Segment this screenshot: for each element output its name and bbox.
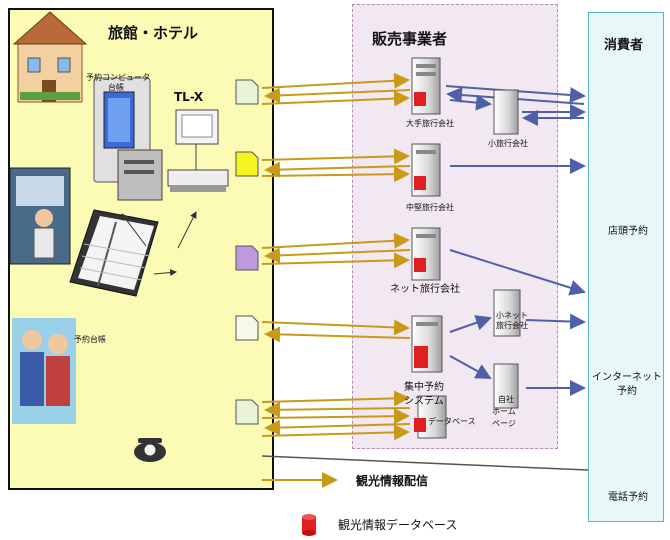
own-hp-line2: ホーム: [492, 407, 516, 416]
server-mid-agency: [411, 143, 441, 197]
database-label: データベース: [428, 417, 476, 426]
central-line2: システム: [404, 396, 444, 407]
small-agency-label: 小旅行会社: [488, 139, 528, 148]
consumer-panel: [588, 12, 664, 522]
gold-arrows: [261, 72, 411, 488]
tourism-distribution-label: 観光情報配信: [356, 474, 429, 488]
reservation-ledger-illustration: [69, 209, 159, 297]
legend-label: 観光情報データベース: [338, 518, 458, 532]
reservation-computer-label: 予約コンピュータ: [86, 73, 150, 82]
server-large-agency: [411, 57, 441, 115]
server-small-net-agency: [493, 289, 521, 337]
guests-illustration: [12, 318, 76, 424]
consumer-store-label: 店頭予約: [608, 226, 648, 237]
consumer-internet-line1: インターネット: [592, 372, 662, 383]
server-small-agency: [493, 89, 519, 135]
net-agency-label: ネット旅行会社: [390, 284, 460, 295]
own-hp-line3: ページ: [492, 419, 516, 428]
vendors-title: 販売事業者: [372, 30, 448, 48]
consumer-title: 消費者: [604, 38, 644, 53]
server-central-reservation: [411, 315, 443, 373]
phone-line: [261, 455, 589, 471]
consumer-phone-label: 電話予約: [608, 492, 648, 503]
consumer-internet-line2: 予約: [617, 386, 637, 397]
mid-agency-label: 中堅旅行会社: [406, 203, 454, 212]
ledger-label: 予約台帳: [74, 335, 106, 344]
front-desk-illustration: [9, 167, 71, 265]
server-database: [414, 395, 447, 439]
small-net-line1: 小ネット: [496, 311, 528, 320]
vendor-panel: [352, 4, 558, 449]
server-net-agency: [411, 227, 441, 281]
document-icons: [235, 79, 259, 425]
central-line1: 集中予約: [404, 382, 444, 393]
own-hp-line1: 自社: [498, 395, 514, 404]
reservation-computer-illustration: [93, 77, 163, 201]
large-agency-label: 大手旅行会社: [406, 119, 454, 128]
tlx-terminal-illustration: [167, 109, 229, 192]
hotel-title: 旅館・ホテル: [108, 24, 199, 42]
hotel-building-illustration: [12, 11, 88, 103]
reservation-computer-sub: 台帳: [108, 83, 124, 92]
telephone-icon: [134, 438, 166, 462]
tlx-label: TL-X: [174, 90, 204, 104]
small-net-line2: 旅行会社: [496, 321, 528, 330]
legend-db-icon: [302, 514, 316, 536]
server-own-homepage: [493, 363, 519, 409]
